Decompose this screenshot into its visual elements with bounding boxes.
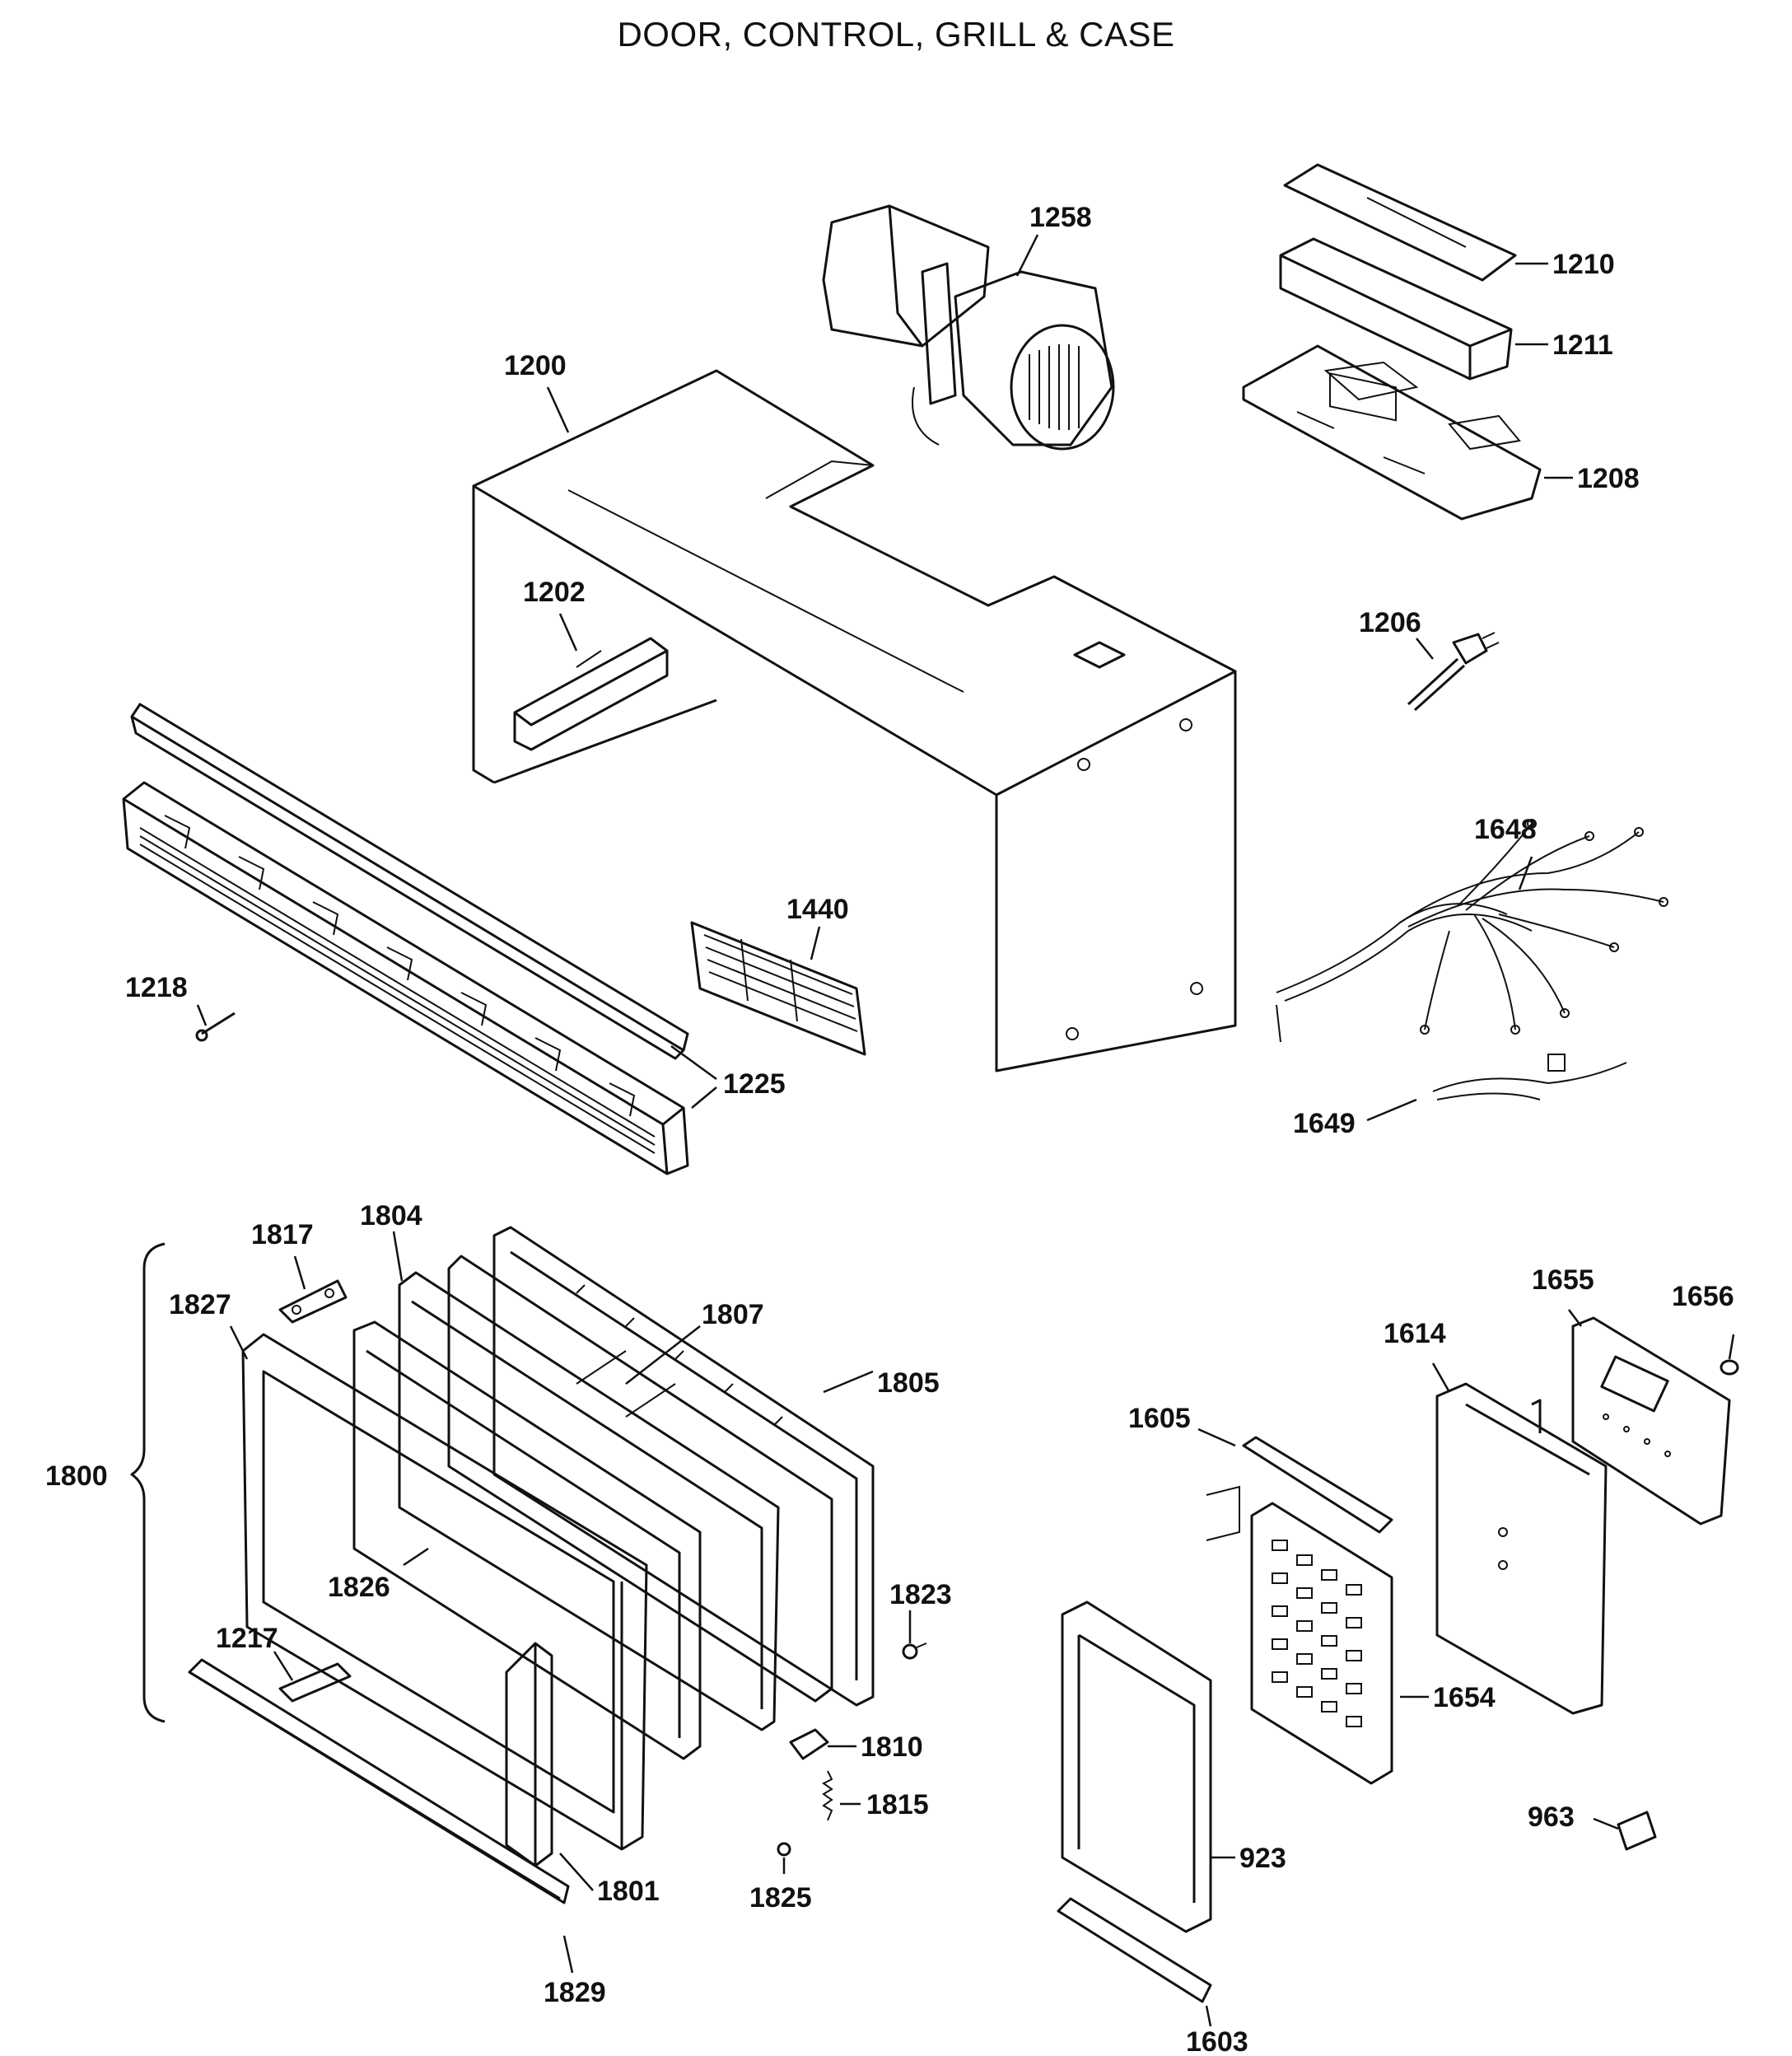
blower-assembly xyxy=(822,204,1115,451)
door-handle xyxy=(505,1642,553,1867)
part-labels: 1258 1210 1211 1208 1200 1202 1206 1648 … xyxy=(45,202,1734,2056)
label-1825: 1825 xyxy=(749,1882,812,1913)
label-1805: 1805 xyxy=(877,1367,940,1399)
label-1807: 1807 xyxy=(702,1299,764,1330)
label-1211: 1211 xyxy=(1552,329,1613,361)
front-vent-grille xyxy=(690,921,866,1056)
power-cord xyxy=(1407,632,1500,712)
label-963: 963 xyxy=(1528,1801,1575,1833)
label-1817: 1817 xyxy=(251,1219,314,1250)
label-1827: 1827 xyxy=(169,1289,231,1320)
label-1258: 1258 xyxy=(1029,202,1092,233)
door-bottom-trim xyxy=(188,1658,570,1904)
door-latch xyxy=(789,1728,829,1760)
label-1800: 1800 xyxy=(45,1460,108,1492)
wire-harness xyxy=(1276,819,1668,1100)
grill-screw xyxy=(195,1012,236,1042)
control-frame xyxy=(1061,1600,1212,1933)
label-1815: 1815 xyxy=(866,1789,929,1820)
label-923: 923 xyxy=(1239,1843,1286,1874)
label-1656: 1656 xyxy=(1672,1281,1734,1312)
control-housing xyxy=(1435,1382,1608,1715)
door-pin xyxy=(777,1842,791,1857)
leader-lines xyxy=(196,234,1735,2027)
label-1826: 1826 xyxy=(328,1572,390,1603)
label-1202: 1202 xyxy=(523,577,586,608)
door-glass xyxy=(447,1255,833,1703)
label-1225: 1225 xyxy=(723,1068,786,1100)
door-bracket-top xyxy=(278,1279,348,1324)
label-1208: 1208 xyxy=(1577,463,1640,494)
grill-top-trim xyxy=(130,703,689,1060)
door-bracket-bottom xyxy=(278,1662,352,1703)
label-1605: 1605 xyxy=(1128,1403,1191,1434)
door-glass-choke xyxy=(352,1320,702,1760)
diagram-title: DOOR, CONTROL, GRILL & CASE xyxy=(617,15,1175,54)
grill-panel xyxy=(122,781,689,1175)
label-1655: 1655 xyxy=(1532,1264,1594,1296)
display-window xyxy=(1242,1436,1393,1534)
control-board xyxy=(1571,1316,1731,1526)
touch-panel xyxy=(1206,1485,1393,1785)
label-1440: 1440 xyxy=(786,894,849,925)
label-1804: 1804 xyxy=(360,1200,422,1231)
door-spring xyxy=(822,1770,833,1821)
label-1823: 1823 xyxy=(889,1579,952,1610)
door-inner-panel xyxy=(398,1271,780,1731)
label-1603: 1603 xyxy=(1186,2026,1248,2056)
label-1648: 1648 xyxy=(1474,814,1537,845)
label-1200: 1200 xyxy=(504,350,567,381)
door-screw xyxy=(902,1642,927,1660)
label-1206: 1206 xyxy=(1359,607,1421,638)
control-bottom-trim xyxy=(1057,1897,1212,2003)
label-1810: 1810 xyxy=(861,1731,923,1763)
cover-bracket xyxy=(513,637,669,751)
door-choke-frame xyxy=(492,1226,875,1707)
outer-case xyxy=(472,369,1237,1072)
door-frame xyxy=(241,1333,648,1851)
board-connector xyxy=(1720,1359,1739,1376)
label-1217: 1217 xyxy=(216,1623,278,1654)
label-1218: 1218 xyxy=(125,972,188,1003)
small-bracket xyxy=(1617,1811,1657,1851)
label-1654: 1654 xyxy=(1433,1682,1496,1713)
label-1829: 1829 xyxy=(544,1977,606,2008)
label-1801: 1801 xyxy=(597,1876,660,1907)
vent-cover xyxy=(1283,163,1517,282)
label-1649: 1649 xyxy=(1293,1108,1356,1139)
door-brace xyxy=(130,1242,166,1723)
vent-housing xyxy=(1279,237,1513,381)
label-1210: 1210 xyxy=(1552,249,1615,280)
label-1614: 1614 xyxy=(1384,1318,1446,1349)
mounting-plate xyxy=(1242,344,1542,521)
